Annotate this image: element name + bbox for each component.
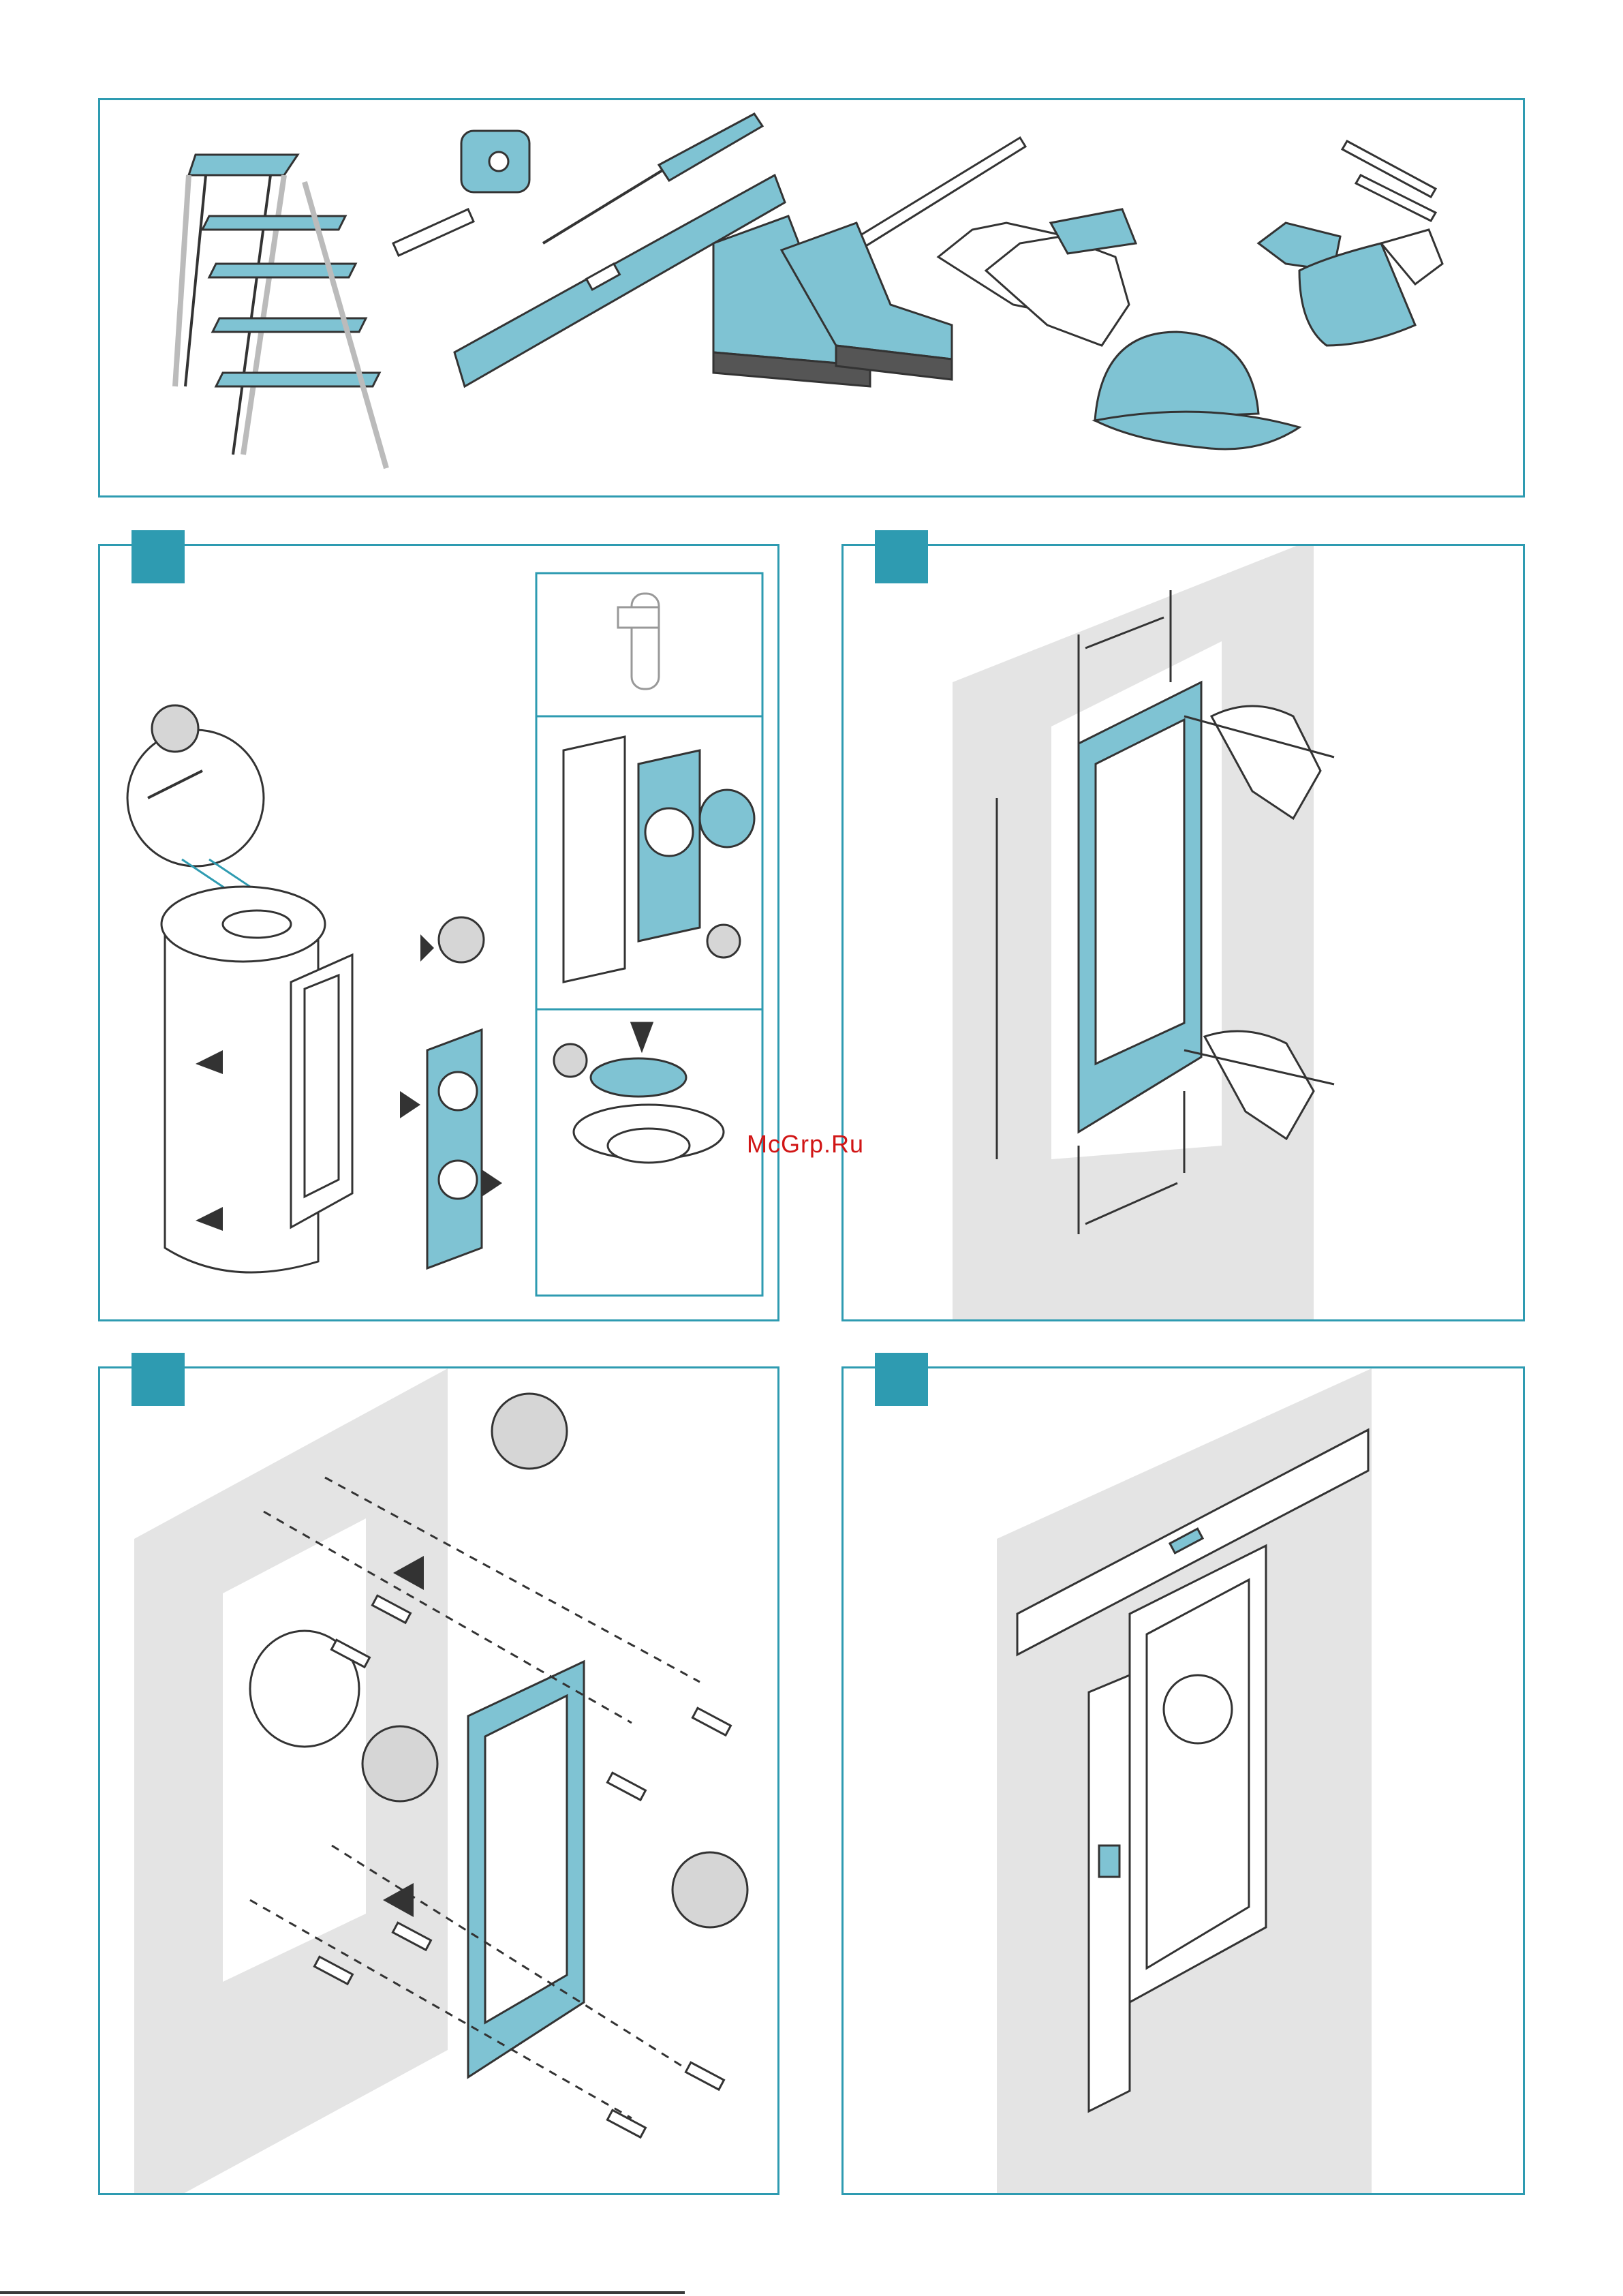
- spirit-level-vertical-icon: [1089, 1675, 1130, 2111]
- step-1-badge: [132, 530, 185, 583]
- step-4-panel: [841, 1366, 1525, 2195]
- step-1-illustration: [100, 546, 777, 1319]
- safety-boots-icon: [713, 216, 952, 386]
- mounting-bracket-icon: [291, 955, 352, 1227]
- callout-circle-icon: [673, 1852, 747, 1927]
- tape-measure-icon: [393, 131, 529, 256]
- step-1-panel: [98, 544, 779, 1321]
- wall-cutout: [223, 1518, 366, 1982]
- step-3-badge: [132, 1353, 185, 1406]
- work-gloves-icon: [938, 209, 1136, 346]
- callout-circle-icon: [439, 917, 484, 962]
- step-3-panel: [98, 1366, 779, 2195]
- callout-circle-icon: [492, 1394, 567, 1469]
- mounting-frame-icon: [1079, 682, 1201, 1132]
- tools-illustration: [100, 100, 1523, 495]
- callout-circle-icon: [152, 705, 198, 752]
- step-3-illustration: [100, 1368, 777, 2193]
- step-2-badge: [875, 530, 928, 583]
- step-4-badge: [875, 1353, 928, 1406]
- footer-rule: [0, 2291, 685, 2294]
- step-4-illustration: [844, 1368, 1523, 2193]
- power-drill-icon: [1258, 223, 1442, 346]
- removed-plate-icon: [427, 1030, 482, 1268]
- stepladder-icon: [175, 155, 386, 468]
- mounting-frame-icon: [1130, 1546, 1266, 2002]
- step-2-illustration: [844, 546, 1523, 1319]
- drill-bits-icon: [1342, 141, 1436, 221]
- callout-circle-icon: [362, 1726, 437, 1801]
- hard-hat-icon: [1095, 332, 1299, 449]
- watermark: McGrp.Ru: [747, 1130, 864, 1159]
- step-2-panel: [841, 544, 1525, 1321]
- mounting-frame-icon: [468, 1662, 584, 2077]
- tools-panel: [98, 98, 1525, 498]
